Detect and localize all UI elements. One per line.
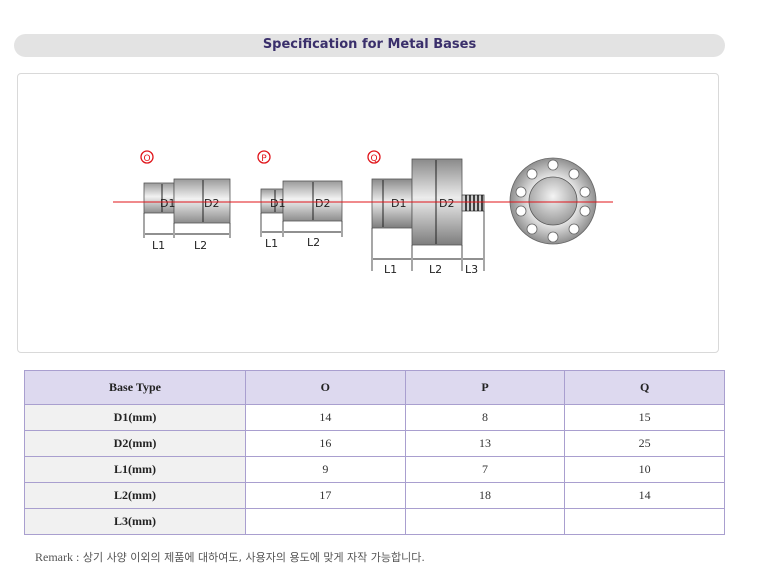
type-o-marker-ring xyxy=(140,150,154,164)
table-cell xyxy=(404,508,566,535)
table-cell: 25 xyxy=(564,430,725,457)
table-cell: 14 xyxy=(564,482,725,509)
type-q-d1-label: D1 xyxy=(391,197,406,210)
type-p-l1-label: L1 xyxy=(265,237,278,250)
type-q-l3-label: L3 xyxy=(465,263,478,276)
row-label: D1(mm) xyxy=(24,404,246,431)
table-header-row: Base Type O P Q xyxy=(24,370,725,405)
table-cell: 10 xyxy=(564,456,725,483)
type-o-marker: O xyxy=(143,154,150,164)
table-cell: 17 xyxy=(245,482,406,509)
table-cell xyxy=(245,508,406,535)
type-o-d1-label: D1 xyxy=(160,197,175,210)
remark-text: 상기 사양 이외의 제품에 대하여도, 사용자의 용도에 맞게 자작 가능합니다… xyxy=(82,551,425,564)
table-cell: 15 xyxy=(564,404,725,431)
table-cell: 7 xyxy=(404,456,566,483)
remark-label: Remark : xyxy=(35,550,80,564)
type-q-marker-ring xyxy=(367,150,381,164)
table-cell: 18 xyxy=(404,482,566,509)
table-cell xyxy=(564,508,725,535)
row-label: L3(mm) xyxy=(24,508,246,535)
column-header-q: Q xyxy=(564,370,725,405)
table-row: D1(mm) 14 8 15 xyxy=(24,404,725,431)
row-label: L2(mm) xyxy=(24,482,246,509)
column-header-o: O xyxy=(245,370,406,405)
type-o-l2-label: L2 xyxy=(194,239,207,252)
metal-base-diagram: O D1 D2 L1 L2 P D1 D2 xyxy=(113,150,613,276)
type-q-marker: Q xyxy=(370,154,377,164)
type-p-marker: P xyxy=(261,154,267,164)
table-cell: 14 xyxy=(245,404,406,431)
row-label: L1(mm) xyxy=(24,456,246,483)
type-q-l2-label: L2 xyxy=(429,263,442,276)
spec-table: Base Type O P Q D1(mm) 14 8 15 D2(mm) 16… xyxy=(24,370,725,535)
type-q-l1-label: L1 xyxy=(384,263,397,276)
page-title: Specification for Metal Bases xyxy=(262,37,477,52)
type-p-d2-label: D2 xyxy=(315,197,330,210)
table-cell: 8 xyxy=(404,404,566,431)
row-label: D2(mm) xyxy=(24,430,246,457)
table-row: D2(mm) 16 13 25 xyxy=(24,430,725,457)
type-p-d1-label: D1 xyxy=(270,197,285,210)
type-p-l2-label: L2 xyxy=(307,236,320,249)
type-q-drawing: Q D1 D2 L1 L2 L3 xyxy=(367,150,485,276)
type-o-l1-label: L1 xyxy=(152,239,165,252)
type-o-d2-label: D2 xyxy=(204,197,219,210)
table-row: L3(mm) xyxy=(24,508,725,535)
type-p-marker-ring xyxy=(257,150,271,164)
column-header-p: P xyxy=(404,370,566,405)
flange-face-view xyxy=(509,157,597,245)
corner-header: Base Type xyxy=(24,370,246,405)
table-cell: 9 xyxy=(245,456,406,483)
table-cell: 16 xyxy=(245,430,406,457)
type-o-drawing: O D1 D2 L1 L2 xyxy=(140,150,231,252)
type-q-thread xyxy=(461,194,485,212)
table-row: L2(mm) 17 18 14 xyxy=(24,482,725,509)
title-bar: Specification for Metal Bases xyxy=(14,34,725,57)
table-row: L1(mm) 9 7 10 xyxy=(24,456,725,483)
remark-note: Remark : 상기 사양 이외의 제품에 대하여도, 사용자의 용도에 맞게… xyxy=(35,549,425,565)
table-cell: 13 xyxy=(404,430,566,457)
diagram-panel: O D1 D2 L1 L2 P D1 D2 xyxy=(17,73,719,353)
type-q-d2-label: D2 xyxy=(439,197,454,210)
type-p-drawing: P D1 D2 L1 L2 xyxy=(257,150,343,250)
